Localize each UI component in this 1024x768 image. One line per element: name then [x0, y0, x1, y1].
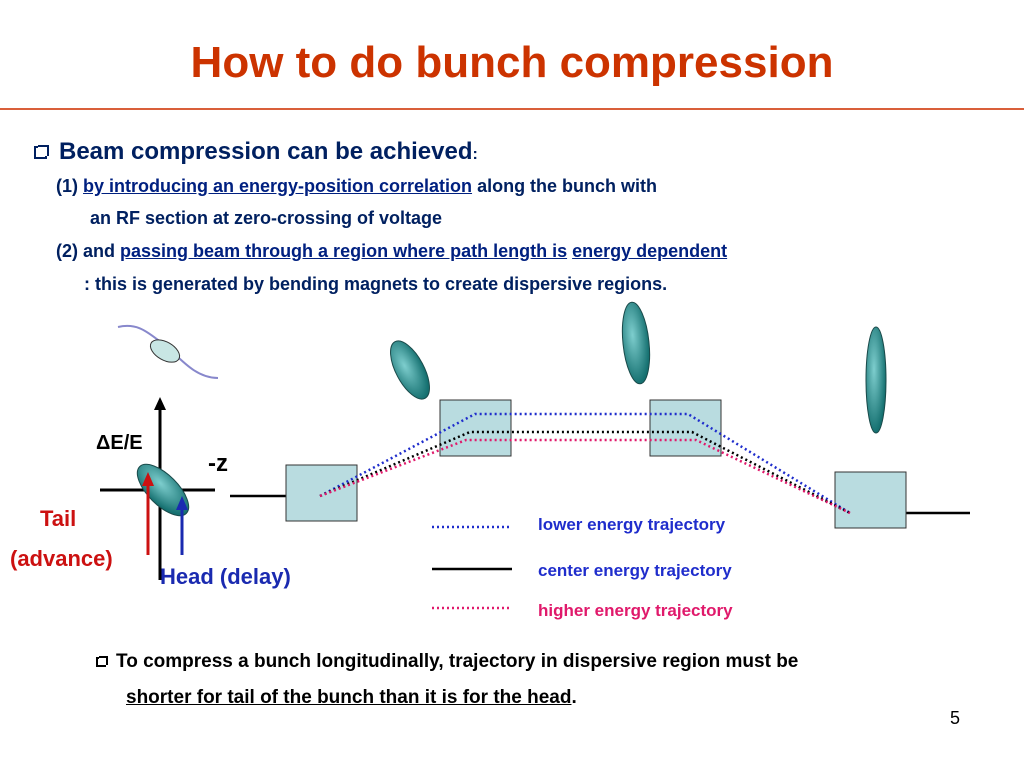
legend-center-label: center energy trajectory: [538, 561, 732, 580]
item-1-prefix: (1): [56, 176, 78, 196]
conclusion-text-2: shorter for tail of the bunch than it is…: [126, 687, 572, 708]
delta-e-over-e-label: ΔE/E: [96, 432, 143, 454]
item-2-link-path: passing beam through a region where path…: [120, 241, 568, 261]
head-arrow-head-icon: [176, 496, 188, 510]
lower-energy-trajectory: [319, 412, 851, 515]
tail-arrow-head-icon: [142, 472, 154, 486]
bunch-after-magnet-1: [390, 340, 430, 400]
heading-text: Beam compression can be achieved: [59, 138, 473, 165]
advance-label: (advance): [10, 546, 113, 571]
legend-lower-label: lower energy trajectory: [538, 515, 726, 534]
slide-title: How to do bunch compression: [190, 38, 834, 87]
head-delay-label: Head (delay): [160, 564, 291, 589]
item-2-prefix: (2) and: [56, 241, 116, 261]
center-energy-trajectory: [319, 430, 851, 515]
conclusion-text-1: To compress a bunch longitudinally, traj…: [116, 651, 799, 672]
item-1-link: by introducing an energy-position correl…: [83, 176, 473, 196]
bending-magnet-4: [834, 471, 907, 529]
item-2-link-energy: energy dependent: [572, 241, 728, 261]
higher-energy-trajectory: [319, 438, 851, 515]
conclusion-period: .: [571, 687, 577, 708]
checkbox-bullet-icon: [34, 145, 49, 160]
item-1-continuation: an RF section at zero-crossing of voltag…: [90, 208, 443, 228]
bunch-after-magnet-4: [865, 326, 887, 434]
heading-line: Beam compression can be achieved:: [34, 138, 478, 166]
title-divider: [0, 108, 1024, 110]
bunch-after-magnet-2: [621, 301, 651, 385]
item-1-suffix: along the bunch with: [477, 176, 658, 196]
bending-magnet-2: [439, 399, 512, 457]
item-1-line: (1) by introducing an energy-position co…: [56, 176, 657, 197]
bending-magnet-3: [649, 399, 722, 457]
legend-higher-label: higher energy trajectory: [538, 601, 733, 620]
minus-z-label: -z: [208, 450, 228, 477]
checkbox-bullet-icon: [96, 655, 108, 667]
item-2-continuation: : this is generated by bending magnets t…: [84, 274, 668, 294]
tail-label: Tail: [40, 506, 77, 531]
small-bunch: [149, 339, 181, 363]
heading-colon: :: [472, 146, 478, 163]
item-2-line: (2) and passing beam through a region wh…: [56, 241, 727, 262]
page-number: 5: [950, 708, 961, 728]
bending-magnet-1: [285, 464, 358, 522]
conclusion-line-2: shorter for tail of the bunch than it is…: [126, 687, 577, 709]
vertical-axis-arrow-icon: [154, 397, 166, 410]
conclusion-line-1: To compress a bunch longitudinally, traj…: [96, 651, 798, 673]
